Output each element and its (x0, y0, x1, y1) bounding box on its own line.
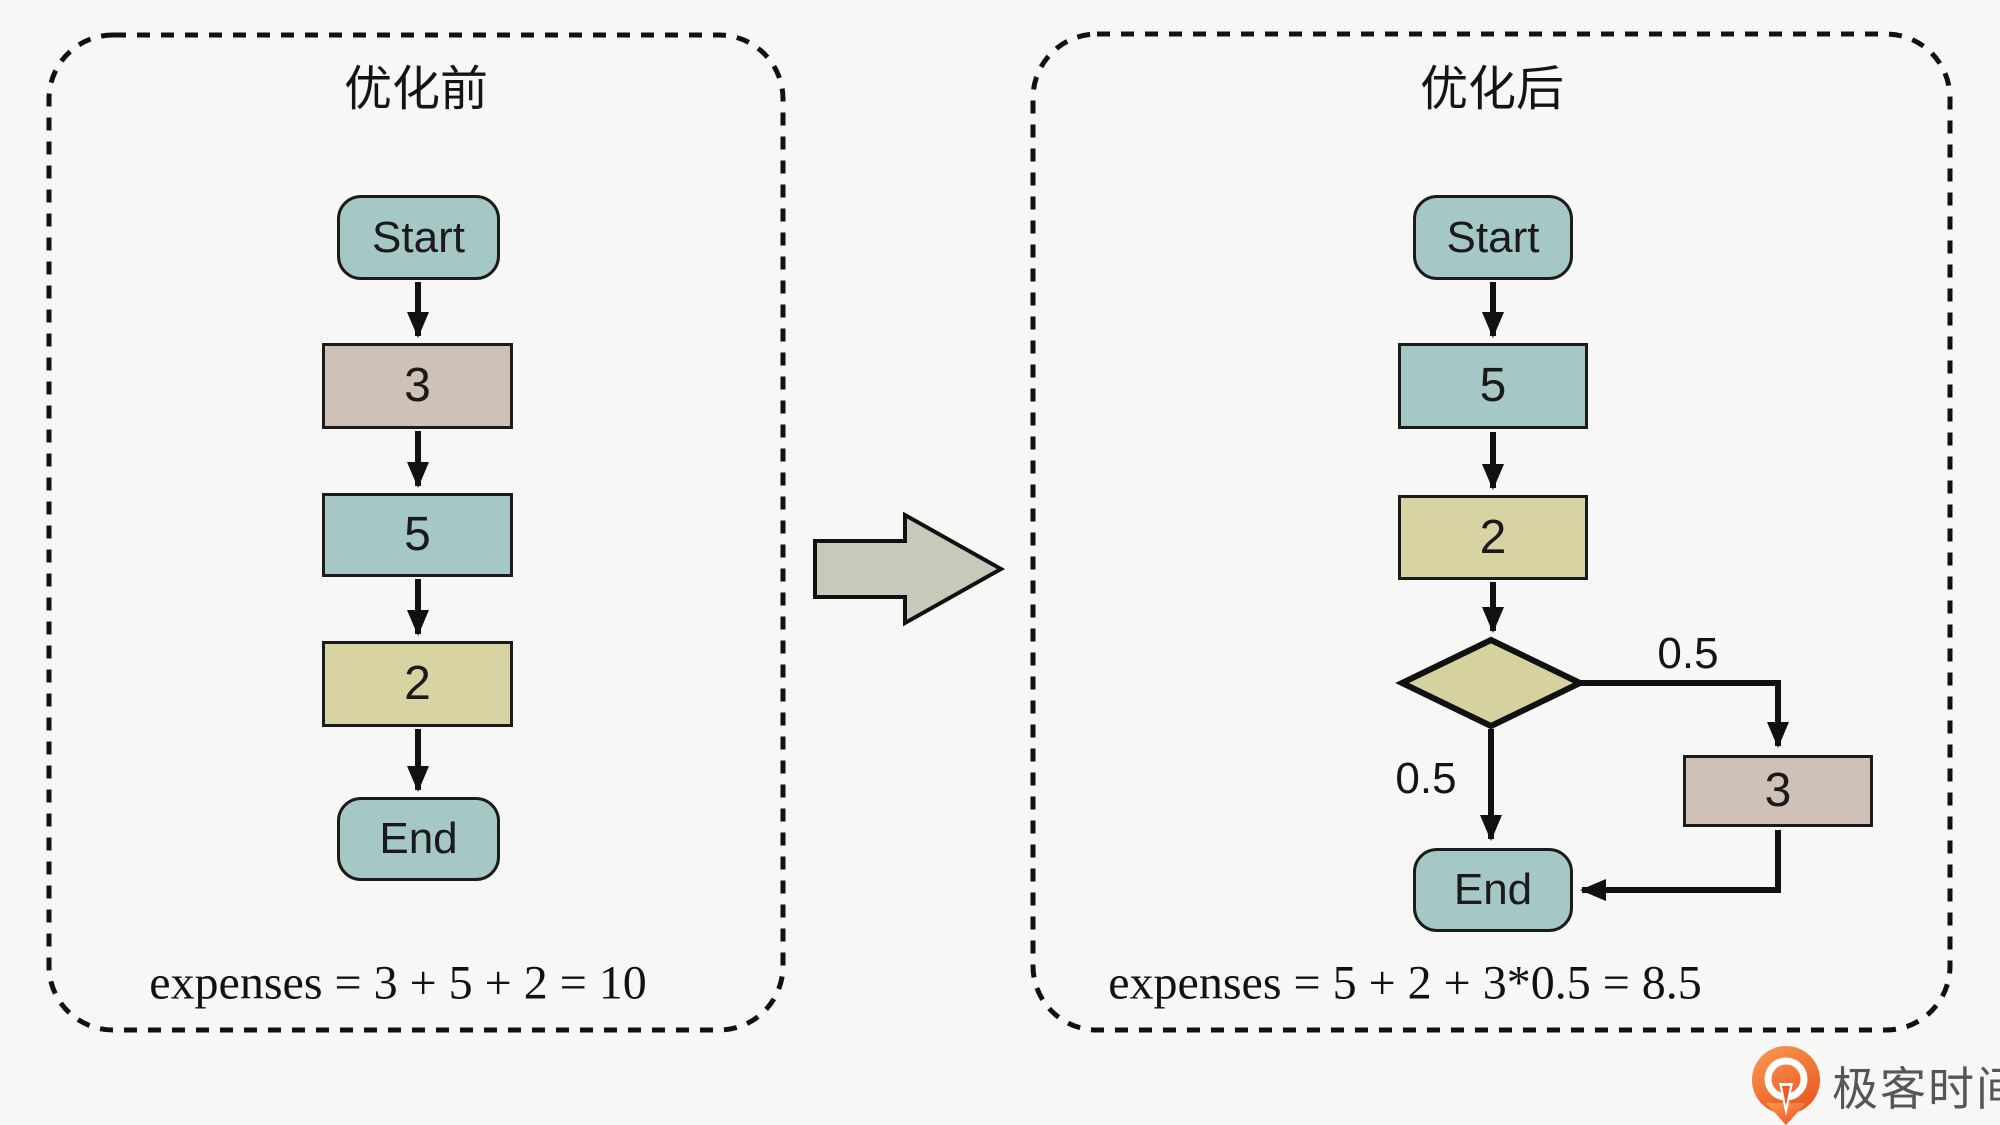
before-cost-5-label: 5 (404, 508, 431, 561)
after-cost-2-node: 2 (1398, 495, 1588, 580)
before-start-node: Start (337, 195, 500, 280)
before-cost-5-node: 5 (322, 493, 513, 577)
branch-probability-down: 0.5 (1395, 754, 1457, 803)
after-start-label: Start (1446, 212, 1540, 262)
after-cost-3-node: 3 (1683, 755, 1873, 827)
before-equation: expenses = 3 + 5 + 2 = 10 (149, 956, 647, 1010)
before-end-node: End (337, 797, 500, 881)
before-start-label: Start (372, 212, 465, 262)
after-start-node: Start (1413, 195, 1573, 280)
after-cost-5-node: 5 (1398, 343, 1588, 429)
geektime-logo: 极客时间 (1750, 1046, 2000, 1125)
panel-after-border (1030, 31, 1953, 1033)
after-equation: expenses = 5 + 2 + 3*0.5 = 8.5 (1108, 956, 1702, 1010)
geektime-logo-text: 极客时间 (1832, 1063, 2000, 1115)
before-cost-2-node: 2 (322, 641, 513, 727)
before-end-label: End (379, 814, 458, 863)
connector-after-diamond-3 (1580, 680, 1789, 748)
before-cost-2-label: 2 (404, 657, 431, 710)
decision-diamond (1395, 636, 1587, 730)
panel-before-border (46, 32, 786, 1033)
right-arrow-icon (813, 511, 1006, 627)
after-cost-2-label: 2 (1479, 510, 1507, 564)
branch-probability-right: 0.5 (1657, 629, 1719, 678)
panel-before-title: 优化前 (343, 63, 489, 116)
connector-after-3-end (1580, 830, 1781, 901)
panel-after-title: 优化后 (1419, 63, 1565, 116)
after-end-node: End (1413, 848, 1573, 932)
after-cost-3-label: 3 (1764, 764, 1792, 817)
before-cost-3-node: 3 (322, 343, 513, 429)
after-cost-5-label: 5 (1479, 359, 1507, 412)
geektime-pin-icon (1752, 1046, 1821, 1125)
before-cost-3-label: 3 (404, 359, 431, 412)
after-end-label: End (1453, 865, 1533, 914)
